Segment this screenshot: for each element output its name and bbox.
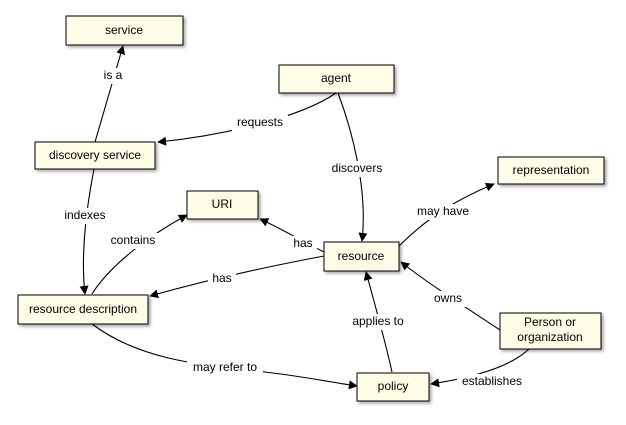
svg-text:has: has [293, 236, 312, 250]
svg-text:indexes: indexes [64, 208, 105, 222]
node-resource[interactable]: resource [323, 241, 400, 272]
svg-text:URI: URI [212, 197, 233, 211]
node-uri[interactable]: URI [186, 190, 259, 220]
edge-label-owns: owns [430, 291, 466, 307]
nodes: service agent discovery service represen… [17, 15, 605, 402]
svg-text:has: has [212, 271, 231, 285]
edge-label-may-refer-to: may refer to [187, 360, 263, 376]
edge-label-has-uri: has [289, 236, 317, 252]
svg-text:service: service [105, 23, 143, 37]
edge-label-is-a: is a [98, 68, 128, 84]
node-resource-description[interactable]: resource description [17, 294, 149, 325]
svg-text:may refer to: may refer to [193, 360, 257, 374]
svg-text:may have: may have [417, 204, 469, 218]
svg-text:requests: requests [237, 115, 283, 129]
svg-text:discovery service: discovery service [49, 148, 141, 162]
svg-text:representation: representation [513, 163, 590, 177]
edge-contains-line [91, 214, 188, 295]
node-policy[interactable]: policy [356, 372, 430, 402]
node-person-or-organization[interactable]: Person or organization [499, 312, 602, 350]
node-service[interactable]: service [65, 15, 184, 46]
svg-text:Person or: Person or [524, 315, 576, 329]
edge-label-indexes: indexes [60, 208, 110, 224]
node-agent[interactable]: agent [278, 64, 395, 94]
svg-text:establishes: establishes [462, 374, 522, 388]
svg-text:owns: owns [434, 291, 462, 305]
edge-label-discovers: discovers [329, 161, 385, 177]
edge-has-uri-line [259, 218, 325, 253]
svg-text:resource description: resource description [29, 302, 137, 316]
edge-label-establishes: establishes [457, 374, 527, 390]
svg-text:contains: contains [111, 233, 156, 247]
svg-text:resource: resource [338, 249, 385, 263]
svg-text:discovers: discovers [332, 161, 383, 175]
node-representation[interactable]: representation [497, 156, 605, 185]
svg-text:applies to: applies to [352, 314, 404, 328]
edge-label-may-have: may have [413, 204, 473, 220]
edge-label-requests: requests [232, 115, 288, 131]
edge-establishes-line [430, 347, 531, 388]
edge-is-a-line [94, 45, 126, 143]
node-discovery-service[interactable]: discovery service [34, 141, 156, 170]
edge-label-has-description: has [208, 271, 236, 287]
edge-label-applies-to: applies to [347, 314, 409, 330]
svg-text:organization: organization [517, 330, 582, 344]
svg-text:policy: policy [378, 379, 409, 393]
svg-text:agent: agent [321, 71, 352, 85]
edge-has-description-line [149, 255, 325, 299]
edge-may-refer-to-line [91, 323, 358, 390]
edge-label-contains: contains [107, 233, 159, 249]
svg-text:is a: is a [104, 68, 123, 82]
edge-indexes-line [79, 168, 95, 295]
edge-labels: is a requests discovers indexes contains… [60, 68, 527, 390]
